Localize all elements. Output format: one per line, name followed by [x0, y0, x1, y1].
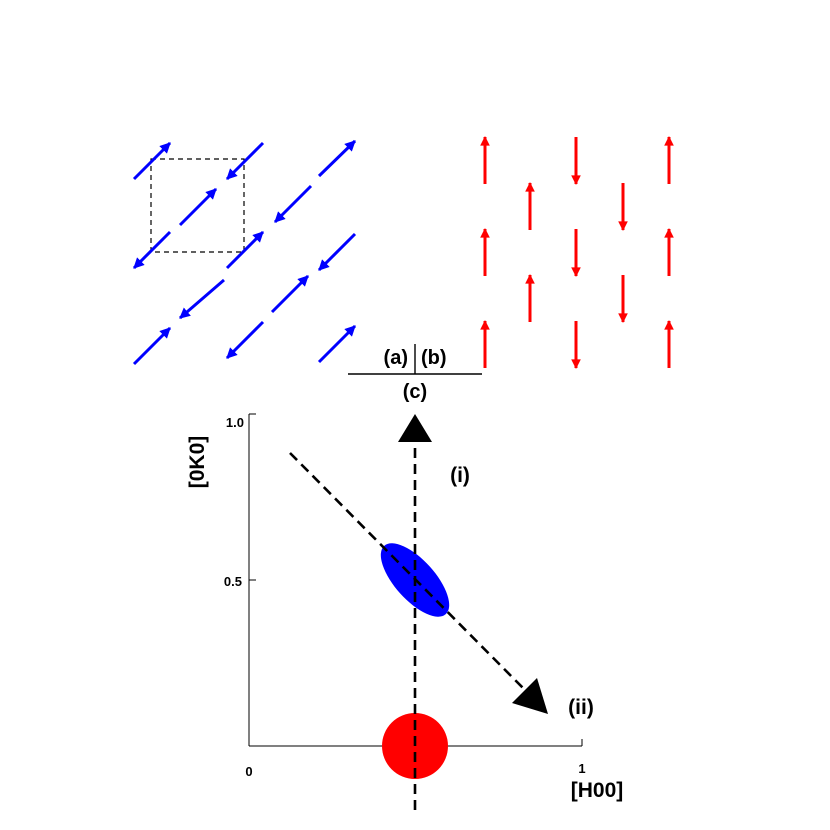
blue-spin-arrow — [317, 139, 357, 178]
blue-spin-arrow — [132, 141, 172, 181]
blue-spins — [132, 139, 357, 366]
blue-spin-arrow — [270, 274, 310, 314]
blue-spin-arrow — [225, 141, 265, 181]
blue-spin-arrow — [317, 232, 357, 272]
y-tick-label-1.0: 1.0 — [226, 415, 244, 430]
scan-path-i-arrowhead — [398, 414, 432, 442]
scan-path-ii-arrowhead — [512, 678, 548, 714]
unit-cell-box — [150, 158, 245, 253]
blue-spin-arrow — [317, 324, 357, 364]
path-label-i: (i) — [450, 464, 470, 487]
blue-spin-arrow — [132, 326, 172, 366]
x-tick-label-0: 0 — [245, 764, 252, 779]
label-b: (b) — [421, 347, 447, 369]
blue-spin-arrow — [225, 230, 265, 270]
blue-spin-arrow — [273, 184, 313, 224]
blue-spin-arrow — [178, 187, 218, 227]
scan-path-ii — [289, 452, 524, 689]
red-spins — [480, 136, 674, 369]
y-axis-label: [0K0] — [186, 436, 209, 489]
blue-spin-arrow — [225, 320, 265, 360]
path-label-ii: (ii) — [568, 696, 594, 719]
panel-a — [132, 139, 357, 366]
panel-c: 0 1 0.5 1.0 [H00] [0K0] (i) (ii) — [186, 413, 624, 810]
x-axis-label: [H00] — [571, 779, 624, 802]
blue-spin-arrow — [179, 278, 225, 320]
blue-spin-arrow — [132, 230, 172, 270]
panel-label-divider — [348, 344, 482, 375]
label-c: (c) — [403, 381, 427, 403]
y-tick-label-0.5: 0.5 — [224, 574, 242, 589]
label-a: (a) — [384, 347, 408, 369]
x-tick-label-1: 1 — [578, 761, 585, 776]
panel-b — [480, 136, 674, 369]
